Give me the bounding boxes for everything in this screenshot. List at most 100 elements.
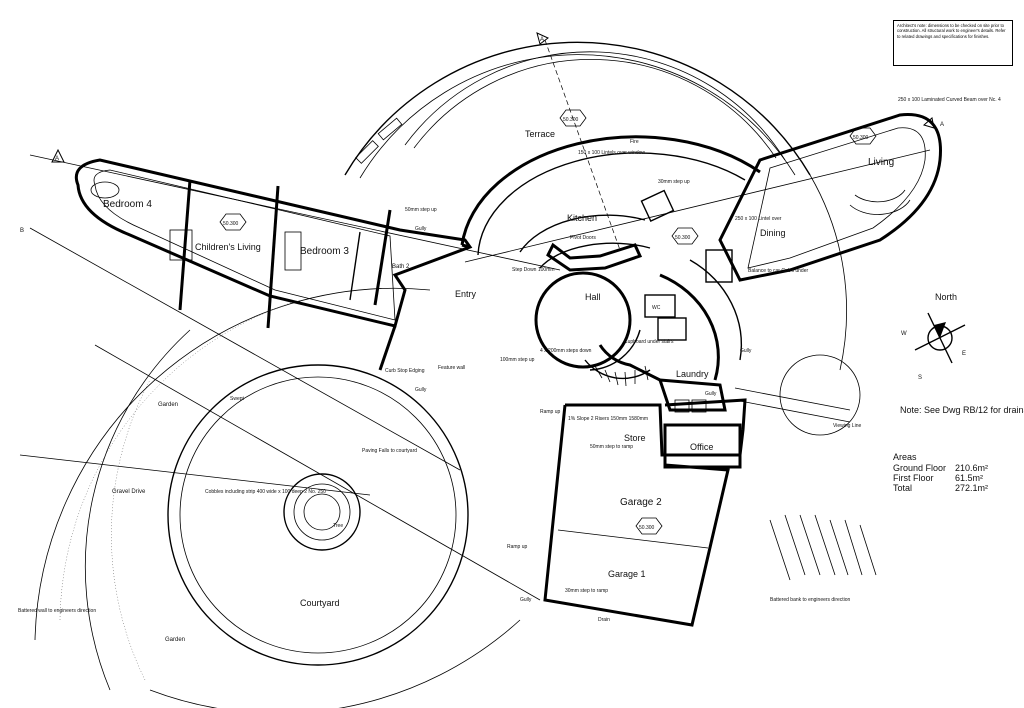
courtyard-inner-circle <box>179 376 457 654</box>
post-tags: 50.300 50.300 50.300 50.300 50.300 <box>219 109 877 535</box>
note-cupboard-under: Cupboard under stairs <box>624 339 674 345</box>
axis-line-west <box>19 454 371 496</box>
svg-text:50.300: 50.300 <box>675 235 691 241</box>
axis-line-living <box>464 149 931 263</box>
cupboard-room <box>657 317 687 341</box>
terrace-planter-arc <box>404 51 786 161</box>
room-garden-nw: Garden <box>158 402 178 408</box>
section-marker-a-left-icon <box>51 148 65 163</box>
tag-bedroom: 50.300 <box>219 213 247 231</box>
planter-box-1 <box>355 140 379 164</box>
living-sofa-arc <box>854 189 906 203</box>
room-hall: Hall <box>585 292 601 302</box>
note-curb-stop: Curb Stop Edging <box>385 368 425 374</box>
section-a-top: A <box>540 37 544 43</box>
note-step-ramp: 50mm step to ramp <box>590 444 633 450</box>
note-battered-bank-right: Battered bank to engineers direction <box>770 597 851 603</box>
compass-east: E <box>962 351 966 357</box>
dining-bench <box>705 249 733 283</box>
note-step-30: 30mm step up <box>658 179 690 185</box>
room-childrens-living: Children's Living <box>195 242 261 252</box>
note-steps-down: 4 x 200mm steps down <box>540 348 592 354</box>
note-lintels-kitchen: 150 x 100 Lintels over window <box>578 150 645 156</box>
section-a-top-right: A <box>940 122 944 128</box>
room-gravel-drive: Gravel Drive <box>112 489 146 495</box>
room-store: Store <box>624 433 646 443</box>
area-first-value: 61.5m² <box>955 473 983 483</box>
room-entry: Entry <box>455 289 477 299</box>
kitchen-bench-arc <box>477 152 746 256</box>
note-pivot-doors: Pivot Doors <box>570 235 596 241</box>
stair-wall <box>598 344 661 382</box>
svg-text:50.300: 50.300 <box>639 525 655 531</box>
areas-heading: Areas <box>893 452 917 462</box>
annotations: 250 x 100 Laminated Curved Beam over Nc.… <box>18 97 1001 623</box>
garage-wall <box>543 404 730 627</box>
viewing-path-2 <box>734 399 851 423</box>
dining-ring-outer <box>689 259 743 361</box>
note-lintel-250: 250 x 100 Lintel over <box>735 216 782 222</box>
section-markers: A A A B <box>20 32 944 234</box>
compass-north: North <box>935 292 957 302</box>
notes-text: Architect's note: dimensions to be check… <box>897 23 1006 39</box>
schedule: Note: See Dwg RB/12 for drainage and lay… <box>893 405 1024 493</box>
note-gully-3: Gully <box>740 348 752 354</box>
kitchen-pantry <box>640 189 675 222</box>
section-marker-a-right-icon <box>922 117 935 129</box>
compass-west: W <box>901 331 907 337</box>
section-marker-a-top-icon <box>536 32 549 45</box>
note-gully-4: Gully <box>520 597 532 603</box>
axis-line-courtyard <box>94 344 541 601</box>
room-wc: WC <box>652 305 661 311</box>
wall-bath-divider <box>373 209 392 306</box>
note-swept: Swept <box>230 396 245 402</box>
courtyard-outer-circle <box>167 364 469 666</box>
viewing-path-1 <box>734 387 851 411</box>
laundry-wall <box>657 378 727 412</box>
room-bedroom3: Bedroom 3 <box>300 246 349 257</box>
room-living: Living <box>868 157 894 168</box>
axis-line-bedroom <box>29 154 561 271</box>
room-labels: Terrace Living Dining Kitchen Bedroom 4 … <box>103 129 894 643</box>
drive-arc-mid <box>84 329 191 691</box>
viewing-circle <box>779 354 861 436</box>
tag-terrace: 50.300 <box>559 109 587 127</box>
kitchen-north-wall <box>460 135 761 246</box>
stair-arc <box>589 329 641 371</box>
terrace-inner-arc <box>359 54 796 179</box>
pivot-doors <box>546 242 643 272</box>
area-ground-label: Ground Floor <box>893 463 946 473</box>
room-garage1: Garage 1 <box>608 569 646 579</box>
note-step-down-100: Step Down 100mm <box>512 267 555 273</box>
tag-living: 50.300 <box>849 127 877 145</box>
courtyard-tree-ring <box>283 473 361 551</box>
tag-kitchen: 50.300 <box>671 227 699 245</box>
entry-wall <box>378 325 397 371</box>
north-compass: North E S W <box>901 292 966 381</box>
note-tree: Tree <box>333 523 343 529</box>
terrace-planter-arc-2 <box>413 58 777 159</box>
room-courtyard: Courtyard <box>300 598 340 608</box>
stair-flight <box>584 359 651 380</box>
room-laundry: Laundry <box>676 369 709 379</box>
note-step-50: 50mm step up <box>405 207 437 213</box>
dining-ring-wall <box>659 273 720 381</box>
bed3-robe <box>284 231 302 271</box>
compass-south: S <box>918 375 922 381</box>
note-battered-wall-left: Battered wall to engineers direction <box>18 608 96 614</box>
tree-canopy <box>303 493 341 531</box>
kitchen-island-arc <box>519 214 646 253</box>
garden-south-arc <box>149 619 521 708</box>
note-feature-wall: Feature wall <box>438 365 465 371</box>
wall-bed3-divider <box>266 185 280 329</box>
area-ground-value: 210.6m² <box>955 463 988 473</box>
compass-north-arrow-icon <box>934 322 946 338</box>
wall-bed4-divider <box>178 179 192 311</box>
svg-text:50.300: 50.300 <box>563 117 579 123</box>
section-b-left: B <box>20 228 24 234</box>
drive-arc-outer <box>34 287 431 641</box>
courtyard-tree-ring-inner <box>293 483 351 541</box>
laundry-tub <box>674 399 690 413</box>
note-viewing-line: Viewing Line <box>833 423 861 429</box>
